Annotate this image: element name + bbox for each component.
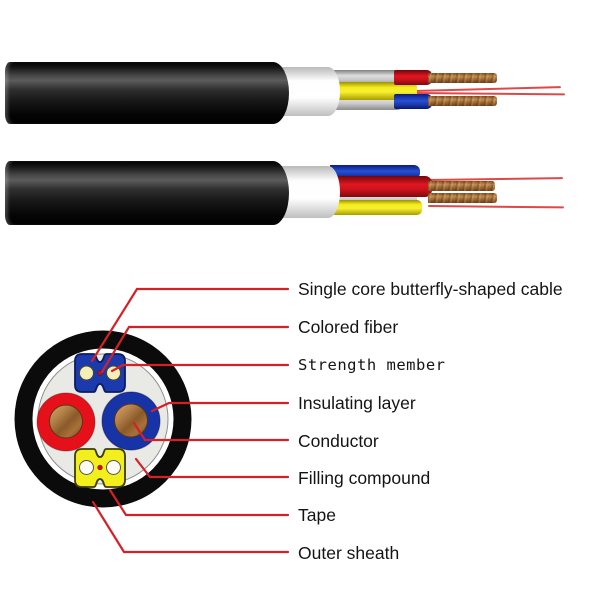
insulating-layer-blue — [101, 391, 161, 451]
label-colored-fiber: Colored fiber — [298, 317, 399, 337]
label-filling-compound: Filling compound — [298, 468, 431, 488]
strength-member — [79, 365, 94, 381]
blue-insulated-wire — [330, 165, 420, 179]
leader-lines — [90, 287, 290, 554]
tape-ring — [32, 348, 174, 490]
copper-conductor — [428, 96, 497, 106]
butterfly-cable-blue — [74, 353, 126, 393]
colored-fiber-dot — [97, 464, 103, 471]
strength-member — [79, 460, 94, 475]
filling-compound-area — [37, 353, 169, 485]
butterfly-cable-yellow — [74, 448, 126, 488]
red-insulated-wire — [394, 70, 432, 85]
optical-fiber — [427, 205, 565, 209]
optical-fiber — [412, 92, 566, 96]
butterfly-body — [74, 448, 126, 488]
leader-outer-sheath — [91, 500, 290, 554]
leader-strength-member — [110, 363, 290, 373]
label-outer-sheath: Outer sheath — [298, 543, 400, 563]
strength-member — [106, 365, 121, 381]
red-insulated-conductor — [36, 392, 96, 452]
insulating-layer-red — [36, 392, 96, 452]
leader-colored-fiber — [100, 325, 290, 374]
leader-insulating-layer — [150, 401, 290, 413]
label-conductor: Conductor — [298, 431, 379, 451]
copper-conductor — [428, 181, 495, 191]
butterfly-body — [74, 353, 126, 393]
conductor-copper — [49, 404, 83, 439]
strength-member — [106, 460, 121, 475]
colored-fiber-dot — [97, 370, 103, 376]
blue-insulated-conductor — [101, 391, 161, 451]
outer-sheath-ring — [14, 330, 192, 508]
red-insulated-wire — [330, 176, 432, 197]
blue-insulated-wire — [394, 94, 432, 109]
leader-tape — [108, 488, 290, 517]
copper-conductor — [428, 73, 497, 83]
optical-fiber — [412, 86, 561, 92]
label-strength-member: Strength member — [298, 356, 446, 374]
cable-cross-section — [14, 330, 192, 508]
leader-conductor — [132, 421, 290, 442]
conductor-copper — [114, 403, 148, 438]
label-tape: Tape — [298, 505, 336, 525]
copper-conductor — [428, 193, 497, 203]
outer-sheath-cylinder — [5, 62, 289, 124]
leader-butterfly-cable — [90, 287, 290, 363]
outer-sheath-cylinder — [5, 161, 289, 225]
label-butterfly-cable: Single core butterfly-shaped cable — [298, 279, 563, 299]
butterfly-drop-cable — [332, 200, 422, 215]
leader-filling-compound — [134, 457, 290, 479]
label-insulating-layer: Insulating layer — [298, 393, 416, 413]
